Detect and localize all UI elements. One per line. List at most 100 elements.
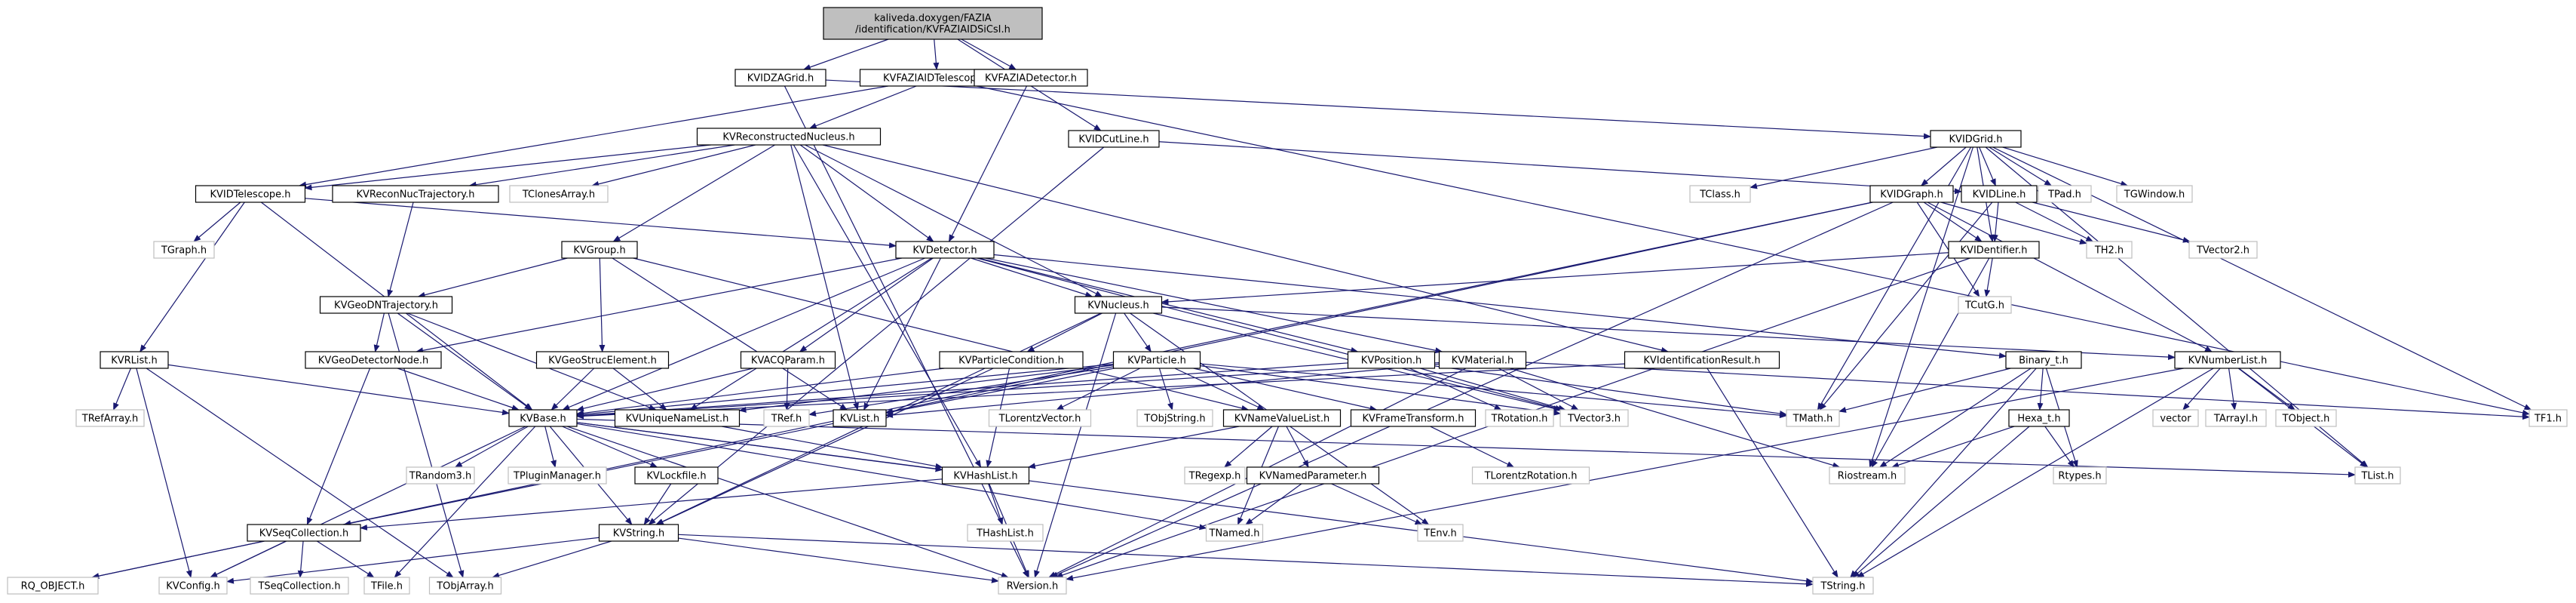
edge-KVIDGraph-to-KVIDentifier — [1923, 202, 1983, 242]
edge-KVIDZAGrid-to-KVIDGrid — [825, 79, 1931, 140]
node-KVNameValueList[interactable]: KVNameValueList.h — [1222, 409, 1342, 427]
edge-Binary_t-to-Hexa_t — [2037, 368, 2044, 411]
node-box-KVFAZIADetector — [974, 69, 1088, 87]
node-KVGeoDetectorNode[interactable]: KVGeoDetectorNode.h — [305, 351, 442, 369]
edge-KVIDGraph-to-RVersion — [1050, 202, 1894, 578]
node-KVIDZAGrid[interactable]: KVIDZAGrid.h — [734, 69, 826, 87]
node-root[interactable]: kaliveda.doxygen/FAZIA/identification/KV… — [823, 7, 1043, 40]
node-label-KVNameValueList: KVNameValueList.h — [1234, 414, 1330, 425]
node-label-TH2: TH2.h — [2094, 245, 2124, 257]
node-Binary_t[interactable]: Binary_t.h — [2005, 351, 2082, 369]
node-TArrayI: TArrayI.h — [2205, 409, 2267, 427]
node-KVReconNucTrajectory[interactable]: KVReconNucTrajectory.h — [332, 185, 499, 203]
edge-KVNumberList-to-vector — [2182, 368, 2221, 411]
edge-KVIDGrid-to-KVIDGraph — [1921, 146, 1967, 186]
node-KVString[interactable]: KVString.h — [598, 524, 679, 542]
node-label-TGWindow: TGWindow.h — [2124, 189, 2185, 201]
edge-KVGeoDetectorNode-to-KVSeqCollection — [306, 368, 371, 525]
edge-KVNumberList-to-TObject — [2238, 368, 2295, 411]
node-box-KVReconNucTrajectory — [332, 185, 499, 203]
node-KVNumberList[interactable]: KVNumberList.h — [2174, 351, 2281, 369]
node-label-TClonesArray: TClonesArray.h — [522, 189, 595, 201]
node-KVReconstructedNucleus[interactable]: KVReconstructedNucleus.h — [696, 128, 882, 146]
node-KVIdentificationResult[interactable]: KVIdentificationResult.h — [1624, 351, 1780, 369]
node-box-Rtypes — [2053, 466, 2107, 485]
node-RQ_OBJECT: RQ_OBJECT.h — [7, 577, 99, 595]
node-KVIDLine[interactable]: KVIDLine.h — [1961, 185, 2038, 203]
node-TLorentzRotation: TLorentzRotation.h — [1471, 466, 1590, 485]
edge-Hexa_t-to-TString — [1852, 426, 2030, 578]
edge-KVReconstructedNucleus-to-TClonesArray — [591, 144, 756, 187]
node-KVGeoStrucElement[interactable]: KVGeoStrucElement.h — [535, 351, 670, 369]
node-box-TPad — [2038, 185, 2092, 203]
node-box-TObjArray — [428, 577, 502, 595]
node-KVIDGraph[interactable]: KVIDGraph.h — [1869, 185, 1954, 203]
node-box-KVIDCutLine — [1068, 130, 1160, 148]
edge-KVIDCutLine-to-KVString — [648, 146, 1105, 525]
node-KVBase[interactable]: KVBase.h — [508, 409, 578, 427]
edge-Binary_t-to-TString — [1850, 368, 2037, 578]
edge-KVString-to-TObjArray — [492, 540, 612, 579]
node-label-KVGeoStrucElement: KVGeoStrucElement.h — [548, 355, 657, 367]
node-KVParticleCondition[interactable]: KVParticleCondition.h — [939, 351, 1084, 369]
node-KVIDCutLine[interactable]: KVIDCutLine.h — [1068, 130, 1160, 148]
node-Hexa_t[interactable]: Hexa_t.h — [2008, 409, 2070, 427]
node-KVIDentifier[interactable]: KVIDentifier.h — [1948, 241, 2040, 259]
edge-KVIDGrid-to-Riostream — [1869, 146, 1974, 468]
node-KVIDTelescope[interactable]: KVIDTelescope.h — [195, 185, 306, 203]
node-KVPosition[interactable]: KVPosition.h — [1347, 351, 1436, 369]
node-box-TObjString — [1136, 409, 1213, 427]
node-KVMaterial[interactable]: KVMaterial.h — [1438, 351, 1527, 369]
edge-KVParticle-to-TObjString — [1158, 368, 1173, 411]
edge-KVIdentificationResult-to-KVBase — [576, 363, 1625, 420]
node-KVSeqCollection[interactable]: KVSeqCollection.h — [247, 524, 361, 542]
edge-KVNumberList-to-TArrayI — [2228, 368, 2237, 411]
node-KVList[interactable]: KVList.h — [833, 409, 887, 427]
node-box-KVFrameTransform — [1350, 409, 1477, 427]
node-label-KVIdentificationResult: KVIdentificationResult.h — [1643, 355, 1760, 367]
node-box-KVGeoDetectorNode — [305, 351, 442, 369]
node-KVGeoDNTrajectory[interactable]: KVGeoDNTrajectory.h — [319, 296, 453, 314]
node-KVNamedParameter[interactable]: KVNamedParameter.h — [1246, 466, 1380, 485]
edge-KVParticle-to-TLorentzVector — [1056, 368, 1141, 411]
edge-KVBase-to-TRandom3 — [454, 426, 529, 468]
node-KVACQParam[interactable]: KVACQParam.h — [740, 351, 836, 369]
node-TClass: TClass.h — [1689, 185, 1751, 203]
node-label-TClass: TClass.h — [1699, 189, 1740, 201]
edge-KVDetector-to-KVACQParam — [799, 257, 934, 352]
node-box-KVRList — [100, 351, 169, 369]
node-KVUniqueNameList[interactable]: KVUniqueNameList.h — [614, 409, 741, 427]
node-KVFAZIADetector[interactable]: KVFAZIADetector.h — [974, 69, 1088, 87]
edge-KVReconstructedNucleus-to-KVList — [790, 144, 859, 411]
node-box-RQ_OBJECT — [7, 577, 99, 595]
node-label-KVNumberList: KVNumberList.h — [2188, 355, 2268, 367]
edge-KVBase-to-TNamed — [576, 423, 1207, 531]
node-THashList: THashList.h — [967, 524, 1044, 542]
edge-KVReconstructedNucleus-to-KVNucleus — [805, 144, 1103, 297]
node-box-KVLockfile — [634, 466, 719, 485]
edge-KVGroup-to-KVGeoDNTrajectory — [417, 257, 568, 298]
edge-KVLockfile-to-KVString — [643, 483, 672, 525]
node-label-TEnv: TEnv.h — [1423, 528, 1456, 540]
node-TString: TString.h — [1812, 577, 1874, 595]
node-KVNucleus[interactable]: KVNucleus.h — [1074, 296, 1163, 314]
node-KVRList[interactable]: KVRList.h — [100, 351, 169, 369]
edge-KVBase-to-KVLockfile — [562, 426, 658, 468]
node-KVIDGrid[interactable]: KVIDGrid.h — [1930, 130, 2022, 148]
node-KVHashList[interactable]: KVHashList.h — [941, 466, 1030, 485]
node-KVParticle[interactable]: KVParticle.h — [1112, 351, 1201, 369]
node-label-KVFrameTransform: KVFrameTransform.h — [1363, 414, 1464, 425]
node-label-KVReconstructedNucleus: KVReconstructedNucleus.h — [722, 132, 854, 143]
node-box-TGWindow — [2116, 185, 2193, 203]
node-box-RVersion — [998, 577, 1067, 595]
node-KVLockfile[interactable]: KVLockfile.h — [634, 466, 719, 485]
node-label-TNamed: TNamed.h — [1209, 528, 1260, 540]
node-KVDetector[interactable]: KVDetector.h — [895, 241, 995, 259]
node-KVGroup[interactable]: KVGroup.h — [561, 241, 638, 259]
node-TRefArray: TRefArray.h — [75, 409, 145, 427]
edge-KVACQParam-to-KVBase — [576, 368, 753, 412]
node-label-KVHashList: KVHashList.h — [953, 471, 1017, 482]
node-label-TObjArray: TObjArray.h — [436, 581, 494, 592]
node-label-TGraph: TGraph.h — [161, 245, 207, 257]
node-KVFrameTransform[interactable]: KVFrameTransform.h — [1350, 409, 1477, 427]
